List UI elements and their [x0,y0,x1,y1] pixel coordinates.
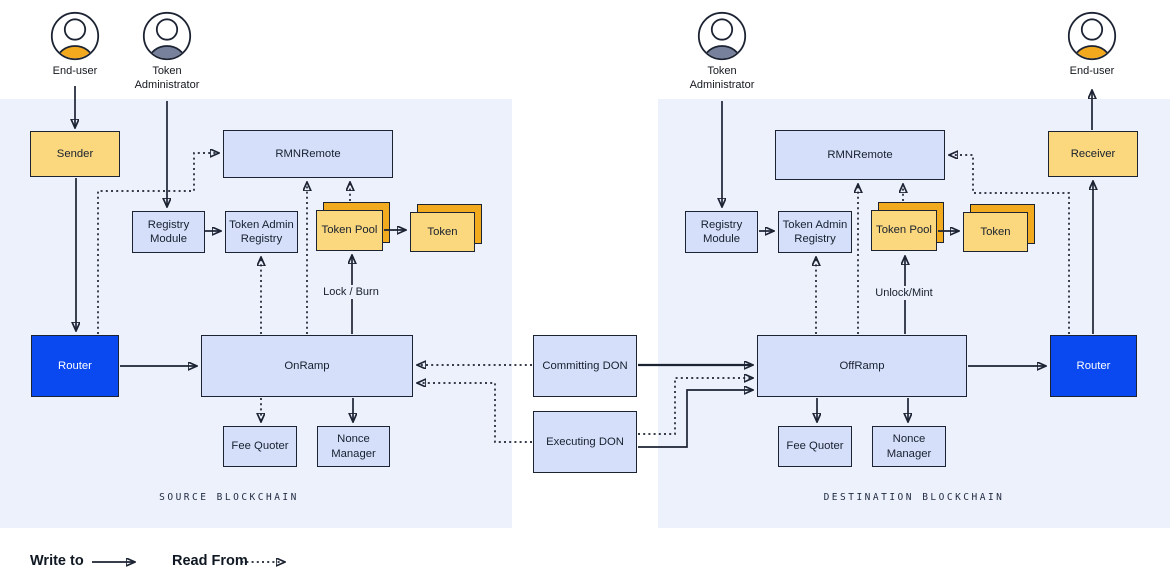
legend-read-label: Read From [172,553,248,569]
node-router-dest: Router [1050,335,1137,397]
node-token-pool-source: Token Pool [316,210,383,251]
node-fee-quoter-dest: Fee Quoter [778,426,852,467]
destination-blockchain-tag: DESTINATION BLOCKCHAIN [823,492,1005,503]
node-onramp: OnRamp [201,335,413,397]
node-nonce-manager-source: Nonce Manager [317,426,390,467]
node-executing-don: Executing DON [533,411,637,473]
edge-label-unlock-mint: Unlock/Mint [871,286,937,300]
node-receiver: Receiver [1048,131,1138,177]
end-user-icon [50,11,100,61]
node-registry-module-source: Registry Module [132,211,205,253]
node-rmnremote-source: RMNRemote [223,130,393,178]
actor-end-user-dest: End-user [1044,11,1140,79]
node-committing-don: Committing DON [533,335,637,397]
node-fee-quoter-source: Fee Quoter [223,426,297,467]
node-token-pool-dest: Token Pool [871,210,937,251]
actor-token-admin-source: Token Administrator [119,11,215,93]
actor-label: End-user [1069,65,1115,77]
node-registry-module-dest: Registry Module [685,211,758,253]
edge-label-lock-burn: Lock / Burn [319,285,383,299]
node-nonce-manager-dest: Nonce Manager [872,426,946,467]
node-rmnremote-dest: RMNRemote [775,130,945,180]
token-admin-icon [142,11,192,61]
actor-end-user-source: End-user [27,11,123,79]
node-sender: Sender [30,131,120,177]
legend-write-label: Write to [30,553,84,569]
node-token-dest: Token [963,212,1028,252]
actor-label: Token Administrator [689,65,755,91]
source-blockchain-tag: SOURCE BLOCKCHAIN [159,492,299,503]
token-admin-icon [697,11,747,61]
node-router-source: Router [31,335,119,397]
node-token-admin-registry-source: Token Admin Registry [225,211,298,253]
actor-label: End-user [52,65,98,77]
node-token-admin-registry-dest: Token Admin Registry [778,211,852,253]
end-user-icon [1067,11,1117,61]
node-offramp: OffRamp [757,335,967,397]
node-token-source: Token [410,212,475,252]
actor-label: Token Administrator [134,65,200,91]
actor-token-admin-dest: Token Administrator [674,11,770,93]
